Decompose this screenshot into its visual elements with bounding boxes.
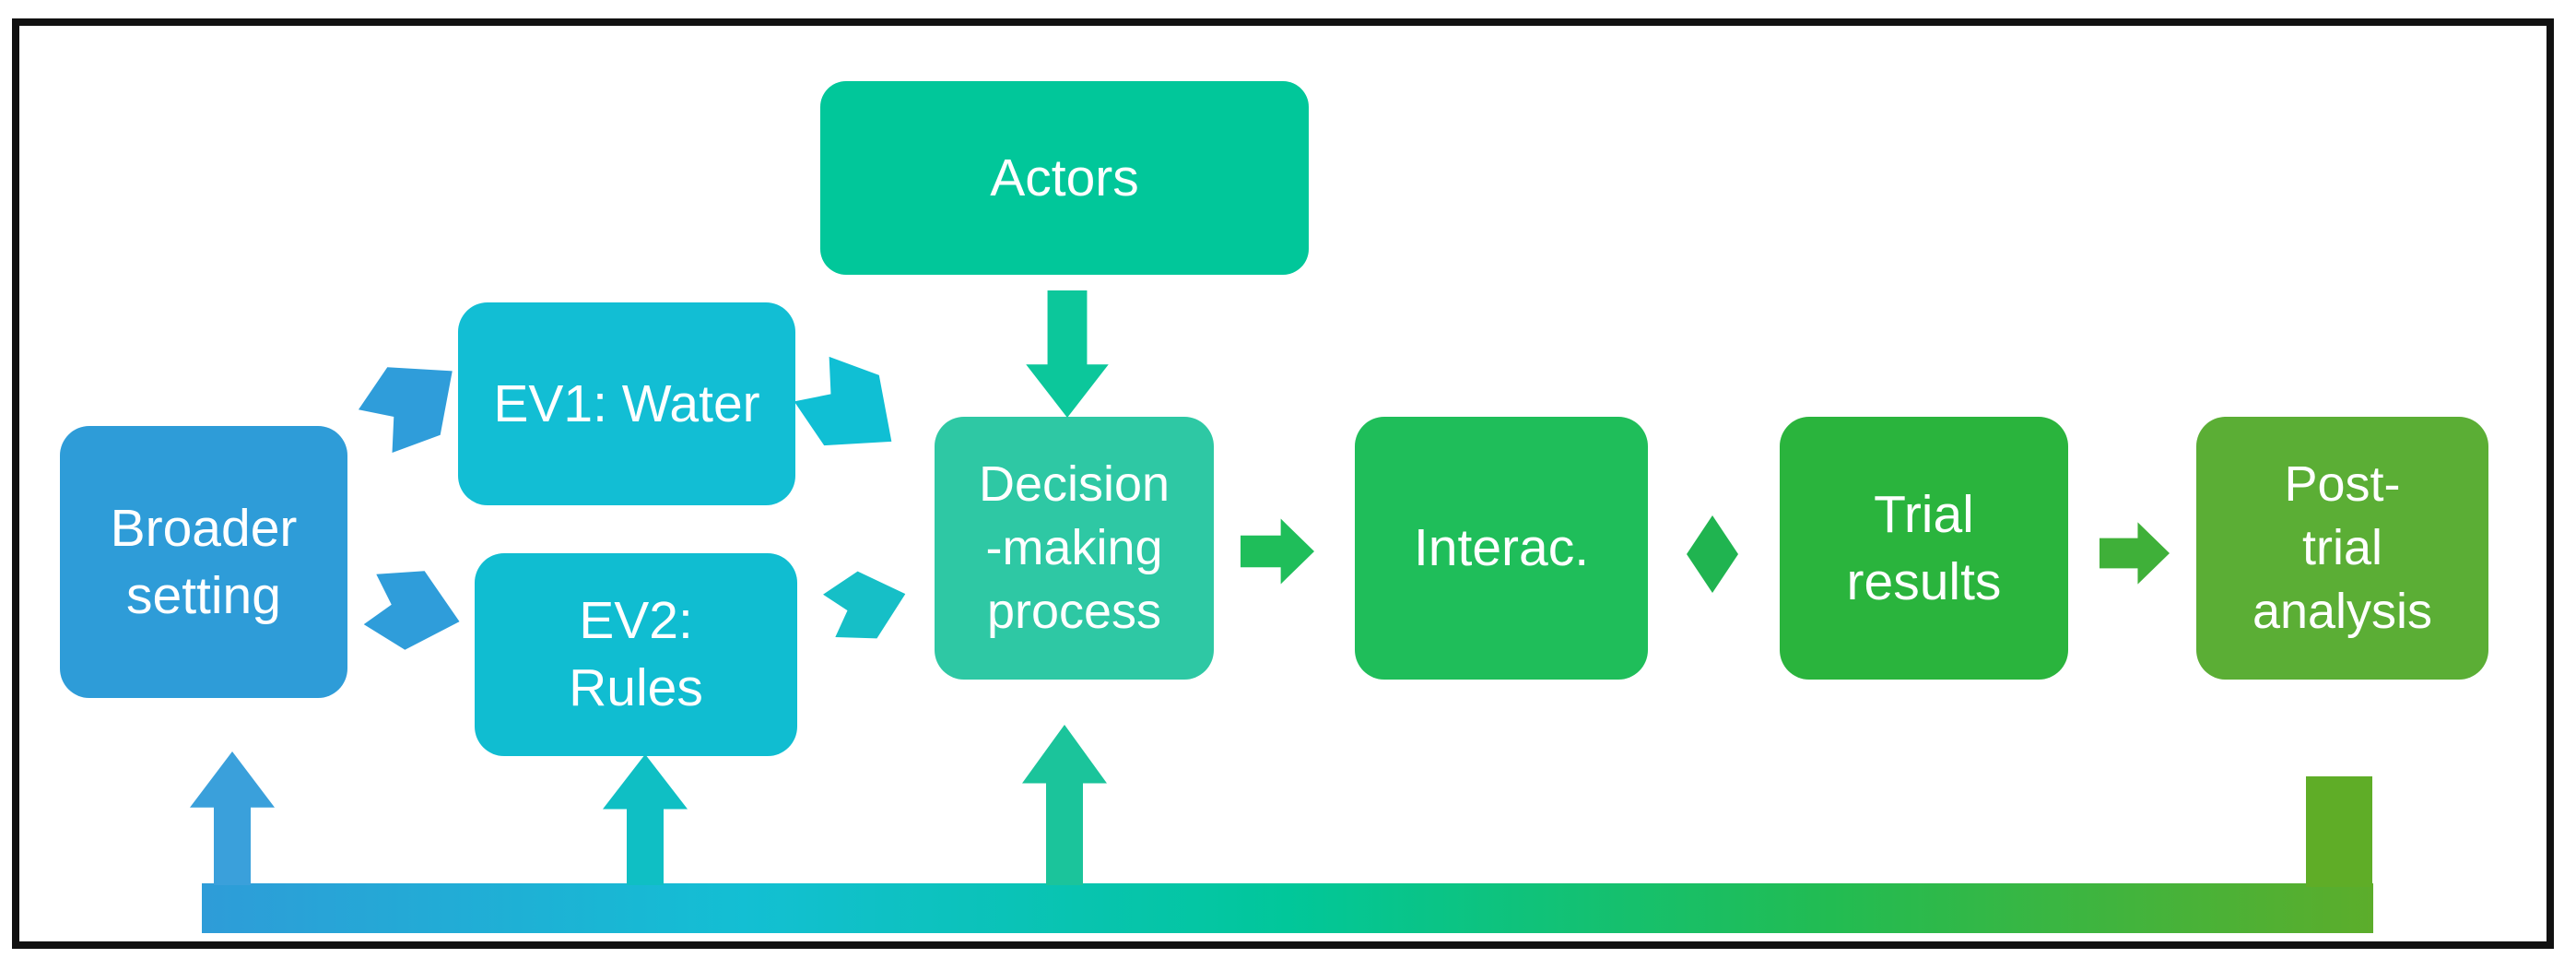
node-interactions: Interac. — [1355, 417, 1648, 680]
node-trial-results: Trial results — [1780, 417, 2068, 680]
node-decision-making-process-label: Decision -making process — [978, 455, 1170, 640]
node-ev2-rules: EV2: Rules — [475, 553, 797, 756]
node-decision-making-process: Decision -making process — [935, 417, 1214, 680]
node-interactions-label: Interac. — [1413, 518, 1590, 578]
chevron-arrow-broader-to-ev1-icon — [346, 333, 483, 470]
node-post-trial-analysis: Post- trial analysis — [2196, 417, 2488, 680]
node-post-trial-analysis-label: Post- trial analysis — [2252, 455, 2433, 640]
feedback-bar — [202, 883, 2373, 933]
figure-frame — [12, 18, 2554, 949]
down-arrow-actors-to-decision-icon — [1023, 290, 1112, 418]
node-broader-setting: Broader setting — [60, 426, 347, 698]
up-arrow-feedback-to-broader-icon — [190, 751, 275, 885]
node-ev2-rules-label: EV2: Rules — [569, 591, 703, 717]
node-trial-results-label: Trial results — [1846, 484, 2002, 611]
node-actors-label: Actors — [990, 148, 1139, 207]
up-arrow-feedback-to-decision-icon — [1022, 725, 1107, 885]
node-actors: Actors — [820, 81, 1309, 275]
chevron-arrow-ev1-to-decision-icon — [780, 338, 923, 482]
chevron-arrow-ev2-to-decision-icon — [818, 555, 917, 655]
node-broader-setting-label: Broader setting — [110, 498, 298, 625]
right-arrow-decision-to-interactions-icon — [1241, 515, 1314, 588]
up-arrow-feedback-to-ev2-icon — [603, 754, 688, 885]
diamond-connector-icon — [1681, 515, 1744, 593]
right-arrow-trial-to-posttrial-icon — [2100, 516, 2170, 590]
node-ev1-water-label: EV1: Water — [493, 373, 760, 433]
feedback-bar-stub — [2306, 776, 2372, 887]
chevron-arrow-broader-to-ev2-icon — [359, 554, 470, 666]
node-ev1-water: EV1: Water — [458, 302, 795, 505]
